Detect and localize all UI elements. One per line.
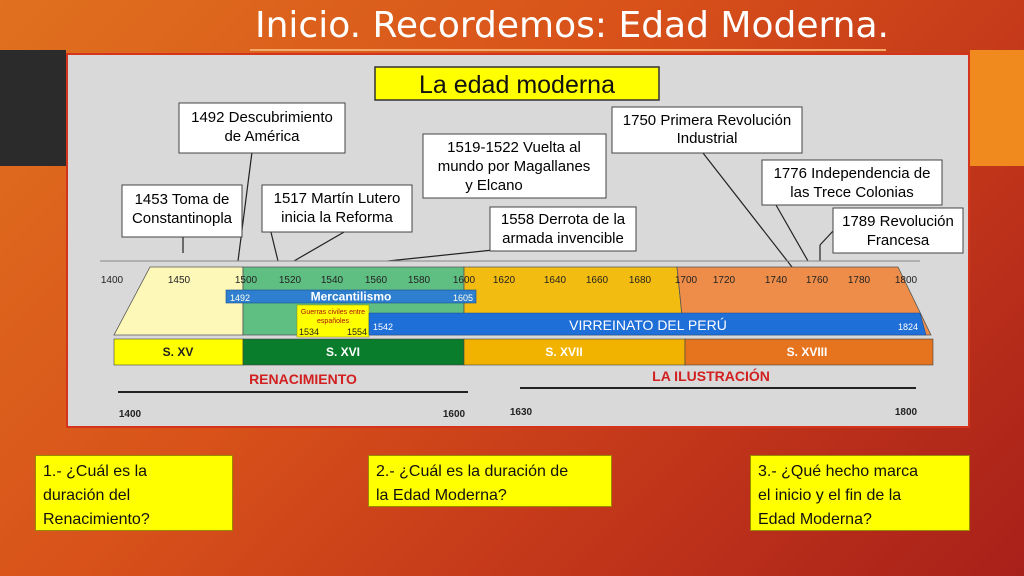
event-1776: 1776 Independencia de las Trece Colonias: [761, 159, 943, 206]
tick-1580: 1580: [408, 275, 431, 286]
leader-lines: [182, 151, 835, 268]
tick-1740: 1740: [765, 275, 788, 286]
virreinato-bar: VIRREINATO DEL PERÚ 1542 1824: [368, 312, 927, 336]
question-2-line1: 2.- ¿Cuál es la duración de: [376, 463, 569, 480]
event-1453-line2: Constantinopla: [132, 210, 233, 227]
question-1-box: 1.- ¿Cuál es la duración del Renacimient…: [35, 455, 233, 531]
mercantilismo-start: 1492: [230, 293, 250, 303]
event-1519-line1: 1519-1522 Vuelta al: [447, 139, 581, 156]
tick-1640: 1640: [544, 275, 567, 286]
tick-1600: 1600: [453, 275, 476, 286]
century-xviii: S. XVIII: [787, 345, 828, 359]
renacimiento-end: 1600: [443, 409, 466, 420]
event-1750-line2: Industrial: [677, 130, 738, 147]
tick-1520: 1520: [279, 275, 302, 286]
ilustracion-label: LA ILUSTRACIÓN: [652, 367, 770, 384]
mercantilismo-end: 1605: [453, 293, 473, 303]
question-3-line2: el inicio y el fin de la: [758, 487, 902, 504]
timeline-diagram: La edad moderna 1453 Toma de Constantino…: [66, 53, 970, 428]
left-dark-bar: [0, 50, 66, 166]
question-1-line1: 1.- ¿Cuál es la: [43, 463, 148, 480]
tick-1660: 1660: [586, 275, 609, 286]
century-xvi: S. XVI: [326, 345, 360, 359]
event-1776-line1: 1776 Independencia de: [774, 165, 931, 182]
event-1517-line2: inicia la Reforma: [281, 209, 393, 226]
mercantilismo-label: Mercantilismo: [311, 290, 392, 304]
century-xv: S. XV: [163, 345, 194, 359]
question-1-line3: Renacimiento?: [43, 511, 150, 528]
event-1517: 1517 Martín Lutero inicia la Reforma: [261, 184, 413, 233]
ilustracion-span: LA ILUSTRACIÓN 1630 1800: [510, 367, 918, 418]
tick-1760: 1760: [806, 275, 829, 286]
guerras-start: 1534: [299, 327, 319, 337]
mercantilismo-bar: Mercantilismo 1492 1605: [225, 290, 477, 304]
event-1750: 1750 Primera Revolución Industrial: [611, 106, 803, 154]
event-1789-line2: Francesa: [867, 232, 930, 249]
tick-1500: 1500: [235, 275, 258, 286]
event-1492: 1492 Descubrimiento de América: [178, 102, 346, 154]
event-1519: 1519-1522 Vuelta al mundo por Magallanes…: [422, 133, 607, 199]
heading-box: [374, 66, 660, 101]
renacimiento-start: 1400: [119, 409, 142, 420]
event-1750-line1: 1750 Primera Revolución: [623, 112, 791, 129]
event-1789: 1789 Revolución Francesa: [832, 207, 964, 254]
question-2-line2: la Edad Moderna?: [376, 487, 507, 504]
event-1453-line1: 1453 Toma de: [135, 191, 230, 208]
tick-1620: 1620: [493, 275, 516, 286]
tick-1540: 1540: [321, 275, 344, 286]
event-1789-line1: 1789 Revolución: [842, 213, 954, 230]
event-1558: 1558 Derrota de la armada invencible: [489, 206, 637, 252]
tick-1700: 1700: [675, 275, 698, 286]
event-1517-line1: 1517 Martín Lutero: [274, 190, 401, 207]
century-bars: S. XV S. XVI S. XVII S. XVIII: [113, 338, 934, 366]
virreinato-end: 1824: [898, 322, 918, 332]
tick-1450: 1450: [168, 275, 191, 286]
title-underline: [250, 49, 886, 51]
question-2-box: 2.- ¿Cuál es la duración de la Edad Mode…: [368, 455, 612, 507]
event-1492-line2: de América: [224, 128, 300, 145]
guerras-end: 1554: [347, 327, 367, 337]
event-1558-line1: 1558 Derrota de la: [501, 211, 626, 228]
event-1776-line2: las Trece Colonias: [790, 184, 913, 201]
tick-1780: 1780: [848, 275, 871, 286]
tick-1400: 1400: [101, 275, 124, 286]
question-3-line3: Edad Moderna?: [758, 511, 872, 528]
tick-1560: 1560: [365, 275, 388, 286]
event-1558-line2: armada invencible: [502, 230, 624, 247]
guerras-line1: Guerras civiles entre: [301, 309, 365, 316]
virreinato-start: 1542: [373, 322, 393, 332]
virreinato-label: VIRREINATO DEL PERÚ: [569, 317, 727, 333]
century-xvii: S. XVII: [545, 345, 582, 359]
guerras-line2: españoles: [317, 318, 349, 325]
right-orange-bar: [970, 50, 1024, 166]
ilustracion-start: 1630: [510, 407, 533, 418]
event-1519-line2: mundo por Magallanes: [438, 158, 591, 175]
guerras-civiles-box: Guerras civiles entre españoles 1534 155…: [296, 304, 370, 338]
ilustracion-end: 1800: [895, 407, 918, 418]
renacimiento-span: RENACIMIENTO 1400 1600: [118, 371, 468, 420]
tick-1680: 1680: [629, 275, 652, 286]
question-3-box: 3.- ¿Qué hecho marca el inicio y el fin …: [750, 455, 970, 531]
event-1453: 1453 Toma de Constantinopla: [121, 184, 243, 238]
question-3-line1: 3.- ¿Qué hecho marca: [758, 463, 919, 480]
slide-title: Inicio. Recordemos: Edad Moderna.: [255, 5, 889, 46]
heading-text: La edad moderna: [419, 71, 615, 99]
renacimiento-label: RENACIMIENTO: [249, 371, 357, 387]
question-1-line2: duración del: [43, 487, 131, 504]
event-1519-line3: y Elcano: [465, 177, 523, 194]
event-1492-line1: 1492 Descubrimiento: [191, 109, 333, 126]
tick-1800: 1800: [895, 275, 918, 286]
tick-1720: 1720: [713, 275, 736, 286]
